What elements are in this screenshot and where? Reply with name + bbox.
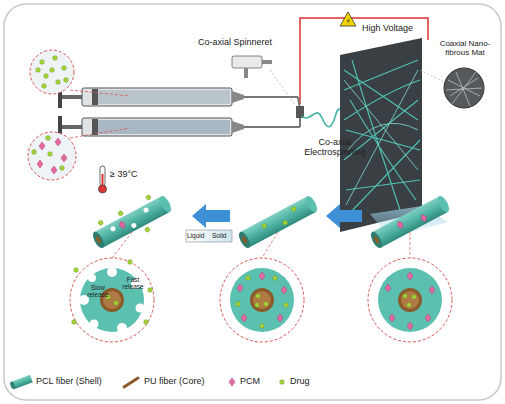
fiber-middle <box>237 194 320 249</box>
legend-text: Drug <box>290 377 310 387</box>
cross-section-released <box>70 258 154 342</box>
temperature-label: ≥ 39°C <box>110 170 160 180</box>
cross-section-initial <box>368 258 452 342</box>
release-label: Slow release <box>84 284 112 298</box>
syringe-top <box>58 86 300 110</box>
phase-label: Solid <box>212 232 234 239</box>
shell-solution-zoom <box>30 50 130 96</box>
sem-inset <box>420 68 484 108</box>
process-arrow <box>326 204 362 228</box>
spinneret-label: Co-axial Spinneret <box>198 38 308 48</box>
fiber-right <box>369 194 452 249</box>
svg-text:⚡: ⚡ <box>346 17 352 26</box>
legend-text: PU fiber (Core) <box>144 377 205 387</box>
legend-text: PCM <box>240 377 260 387</box>
syringe-bottom <box>58 114 300 138</box>
thermometer-icon <box>99 166 107 193</box>
collector-mat <box>340 38 422 232</box>
frame-border <box>4 4 501 400</box>
phase-label: Liquid <box>187 232 211 239</box>
legend-text: PCL fiber (Shell) <box>36 377 102 387</box>
fiber-left <box>87 188 176 256</box>
mat-label: Coaxial Nano-fibrous Mat <box>430 40 500 58</box>
zoom-leaders <box>112 232 410 258</box>
spinneret-nozzle <box>232 56 304 118</box>
cross-section-solid <box>220 258 304 342</box>
legend-swatches <box>9 375 284 390</box>
voltage-label: High Voltage <box>362 24 442 34</box>
process-label: Co-axial Electrospinning <box>300 138 370 158</box>
process-arrow <box>192 204 230 228</box>
release-label: Fast release <box>118 276 148 290</box>
